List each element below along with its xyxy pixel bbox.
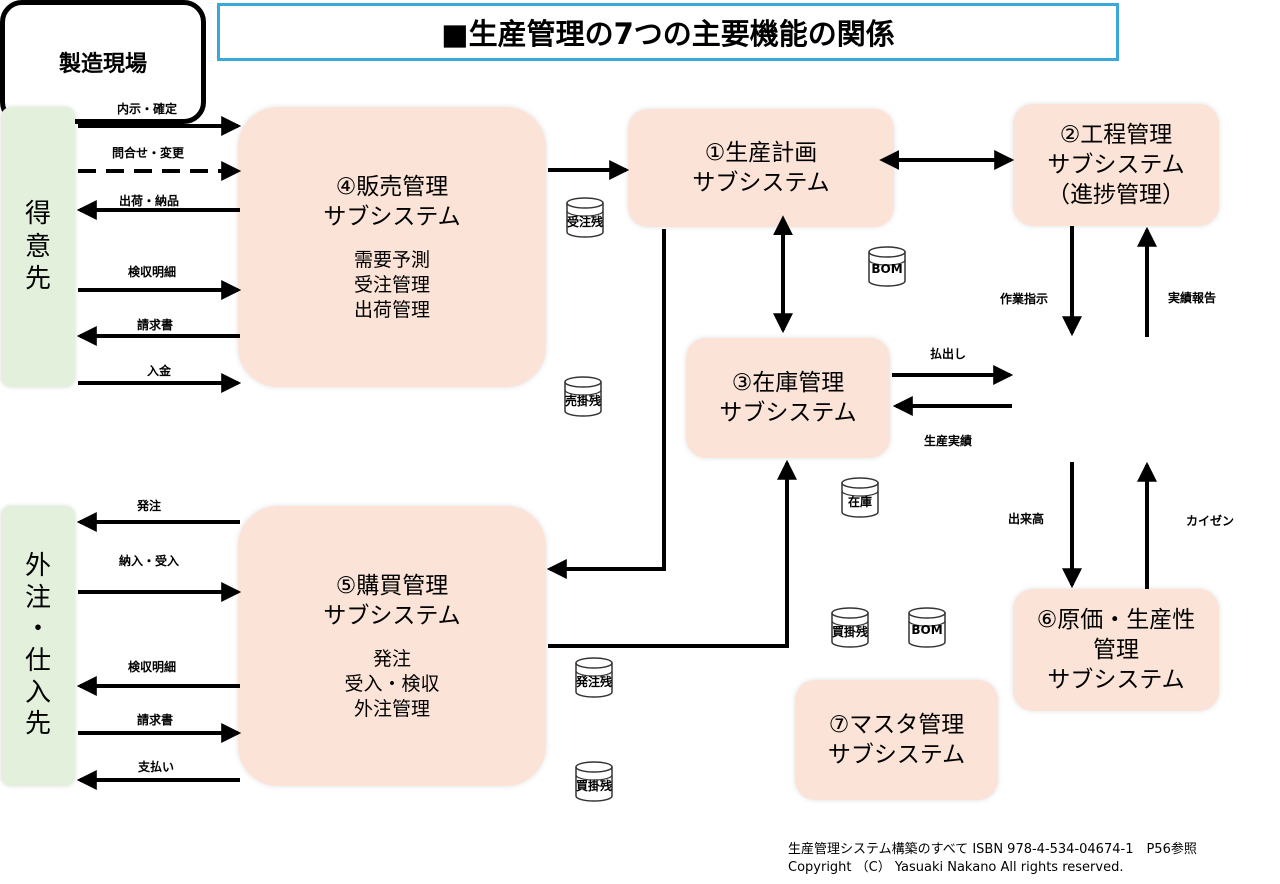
inventory-subsystem: ③在庫管理 サブシステム bbox=[686, 338, 890, 458]
cost-subsystem-name: ⑥原価・生産性 管理 サブシステム bbox=[1036, 607, 1196, 693]
label-nounyu-ukeire: 納入・受入 bbox=[119, 554, 180, 568]
db-bom-1: BOM bbox=[867, 245, 907, 287]
master-subsystem: ⑦マスタ管理 サブシステム bbox=[795, 680, 998, 800]
supplier-label: 外 注 ・ 仕 入 先 bbox=[24, 550, 51, 740]
purchasing-subsystem-name: ⑤購買管理 サブシステム bbox=[323, 572, 461, 629]
factory-box: 製造現場 bbox=[0, 0, 206, 124]
arrow-purchasing-to-inventory bbox=[548, 459, 797, 648]
factory-label: 製造現場 bbox=[58, 52, 147, 77]
db-po-backlog: 発注残 bbox=[574, 656, 614, 698]
inventory-subsystem-name: ③在庫管理 サブシステム bbox=[719, 370, 857, 426]
db-payable-1: 買掛残 bbox=[830, 606, 870, 648]
process-subsystem: ②工程管理 サブシステム （進捗管理） bbox=[1013, 104, 1219, 226]
label-kaizen: カイゼン bbox=[1186, 514, 1235, 528]
label-hatchu: 発注 bbox=[137, 499, 162, 513]
label-haraidashi: 払出し bbox=[930, 347, 967, 361]
label-dekidaka: 出来高 bbox=[1008, 512, 1045, 526]
footer-source: 生産管理システム構築のすべて ISBN 978-4-534-04674-1 P5… bbox=[788, 842, 1197, 857]
db-stock: 在庫 bbox=[840, 476, 880, 518]
label-kenshu-meisai-supplier: 検収明細 bbox=[128, 660, 177, 674]
footer-citation: 生産管理システム構築のすべて ISBN 978-4-534-04674-1 P5… bbox=[788, 841, 1197, 877]
db-bom-2: BOM bbox=[907, 606, 947, 648]
label-seisan-jisseki: 生産実績 bbox=[924, 434, 973, 448]
db-order-backlog: 受注残 bbox=[565, 196, 605, 238]
sales-subsystem: ④販売管理 サブシステム 需要予測 受注管理 出荷管理 bbox=[238, 107, 546, 387]
supplier-box: 外 注 ・ 仕 入 先 bbox=[1, 506, 75, 786]
db-bom-1-label: BOM bbox=[871, 262, 903, 276]
planning-subsystem-name: ①生産計画 サブシステム bbox=[692, 140, 830, 196]
label-shukka-nouhin: 出荷・納品 bbox=[119, 194, 180, 208]
label-shiharai: 支払い bbox=[138, 760, 175, 774]
db-payable-2-label: 買掛残 bbox=[575, 779, 612, 793]
label-nyukin: 入金 bbox=[147, 364, 172, 378]
customer-box: 得 意 先 bbox=[1, 107, 75, 387]
page-title: ■生産管理の7つの主要機能の関係 bbox=[217, 3, 1119, 61]
label-toiawase-henkou: 問合せ・変更 bbox=[112, 146, 185, 160]
db-payable-2: 買掛残 bbox=[574, 760, 614, 802]
sales-subsystem-name: ④販売管理 サブシステム bbox=[323, 173, 461, 230]
label-sagyou-shiji: 作業指示 bbox=[1000, 292, 1049, 306]
db-po-backlog-label: 発注残 bbox=[575, 675, 612, 689]
cost-subsystem: ⑥原価・生産性 管理 サブシステム bbox=[1013, 589, 1219, 711]
db-payable-1-label: 買掛残 bbox=[831, 625, 868, 639]
db-order-backlog-label: 受注残 bbox=[566, 215, 603, 229]
db-bom-2-label: BOM bbox=[911, 623, 943, 637]
db-stock-label: 在庫 bbox=[847, 495, 872, 509]
customer-label: 得 意 先 bbox=[24, 199, 51, 295]
label-seikyusho-supplier: 請求書 bbox=[137, 713, 174, 727]
planning-subsystem: ①生産計画 サブシステム bbox=[628, 109, 894, 227]
label-naiji-kakutei: 内示・確定 bbox=[117, 102, 178, 116]
label-kenshu-meisai-customer: 検収明細 bbox=[128, 265, 177, 279]
label-jisseki-houkoku: 実績報告 bbox=[1168, 291, 1217, 305]
arrow-planning-to-purchasing bbox=[546, 229, 666, 579]
footer-copyright: Copyright （C） Yasuaki Nakano All rights … bbox=[788, 860, 1124, 875]
purchasing-subsystem-functions: 発注 受入・検収 外注管理 bbox=[344, 647, 440, 720]
label-seikyusho-customer: 請求書 bbox=[137, 318, 174, 332]
purchasing-subsystem: ⑤購買管理 サブシステム 発注 受入・検収 外注管理 bbox=[238, 506, 546, 786]
db-receivable-label: 売掛残 bbox=[564, 394, 601, 408]
process-subsystem-name: ②工程管理 サブシステム （進捗管理） bbox=[1047, 122, 1185, 208]
master-subsystem-name: ⑦マスタ管理 サブシステム bbox=[827, 712, 966, 768]
db-receivable: 売掛残 bbox=[563, 375, 603, 417]
sales-subsystem-functions: 需要予測 受注管理 出荷管理 bbox=[353, 248, 430, 321]
